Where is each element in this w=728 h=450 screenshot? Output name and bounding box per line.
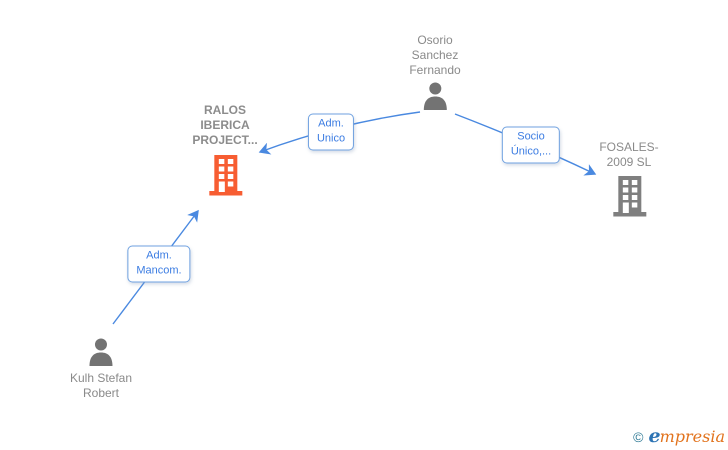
relationship-label-socio-unico[interactable]: Socio Único,... <box>501 126 561 164</box>
person-icon <box>420 82 450 110</box>
relationship-label-adm-unico[interactable]: Adm. Unico <box>307 113 355 151</box>
brand-initial: e <box>648 425 661 447</box>
empresia-logo[interactable]: © e mpresia <box>633 425 725 447</box>
brand-name: mpresia <box>659 427 725 446</box>
node-name: Kulh Stefan Robert <box>69 371 133 400</box>
node-ralos-iberica-project[interactable]: RALOS IBERICA PROJECT... <box>192 103 258 196</box>
person-icon <box>86 338 116 366</box>
node-osorio-sanchez-fernando[interactable]: Osorio Sanchez Fernando <box>409 33 461 110</box>
node-name: Osorio Sanchez Fernando <box>409 33 461 77</box>
relationship-text: Único,... <box>510 145 552 158</box>
company-building-icon <box>205 155 245 196</box>
node-name: RALOS IBERICA PROJECT... <box>192 103 258 147</box>
copyright-icon: © <box>633 429 644 445</box>
node-name: FOSALES- 2009 SL <box>599 140 659 169</box>
relationship-text: Adm. <box>146 249 172 262</box>
relationship-text: Adm. <box>318 117 344 130</box>
relationship-text: Unico <box>316 132 346 145</box>
relationship-text: Mancom. <box>136 264 182 277</box>
node-kulh-stefan-robert[interactable]: Kulh Stefan Robert <box>70 338 132 401</box>
company-building-icon <box>609 176 649 217</box>
node-fosales-2009-sl[interactable]: FOSALES- 2009 SL <box>599 140 659 217</box>
relationship-text: Socio <box>517 130 545 143</box>
relationship-label-adm-mancom[interactable]: Adm. Mancom. <box>127 245 191 283</box>
